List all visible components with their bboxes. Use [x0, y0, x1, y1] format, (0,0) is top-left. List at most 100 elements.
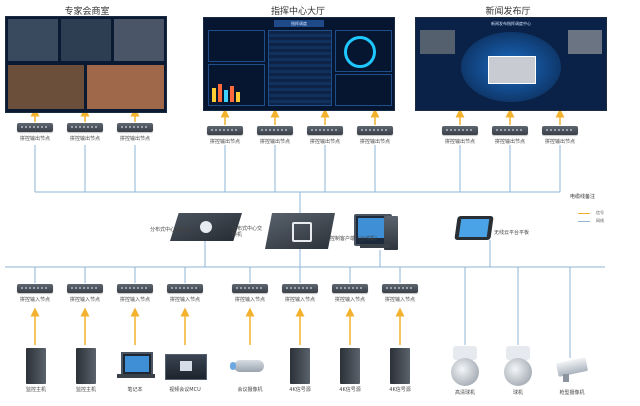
dome-camera-mount: [453, 346, 477, 360]
server-logo-icon: [200, 221, 212, 233]
hall-title-expert: 专家会商室: [64, 7, 110, 17]
wall-panel: [208, 64, 265, 106]
4k-source-icon: [390, 348, 410, 384]
wall-tile: [61, 19, 111, 61]
pc-keyboard: [360, 244, 390, 248]
source-label: 笔记本: [127, 387, 143, 393]
video-wall-command: 指挥调度: [203, 17, 395, 111]
wall-tile: [8, 19, 58, 61]
tablet-screen: [458, 219, 490, 237]
output-node-label: 拼控输出节点: [69, 136, 101, 142]
dome-camera-icon: [504, 358, 532, 386]
laptop-screen: [125, 356, 149, 372]
bar-mark: [236, 92, 240, 102]
server-tower-icon: [76, 348, 96, 384]
wall-panel: [268, 30, 332, 106]
input-node-label: 拼控输入节点: [284, 297, 316, 303]
laptop-icon: [121, 352, 153, 376]
legend-signal-swatch: [578, 213, 590, 214]
source-label: 4K信号源: [389, 387, 411, 393]
output-node-label: 拼控输出节点: [209, 139, 241, 145]
source-label: 监控主机: [25, 387, 46, 393]
4k-source-icon: [340, 348, 360, 384]
laptop-base: [117, 374, 155, 378]
legend-network-label: 网线: [596, 218, 604, 223]
source-label: 枪型摄像机: [559, 390, 585, 396]
legend-signal-label: 信号: [596, 210, 604, 215]
news-screen-header: 新闻发布指挥调度中心: [491, 21, 531, 26]
output-node-label: 拼控输出节点: [544, 139, 576, 145]
wall-tile: [114, 19, 164, 61]
camera-lens: [230, 362, 236, 370]
dome-camera-mount: [506, 346, 530, 360]
tablet: [454, 216, 494, 240]
wall-panel: [208, 30, 265, 62]
source-label: 高清球机: [454, 390, 476, 396]
bar-mark: [218, 84, 222, 102]
input-node-label: 拼控输入节点: [19, 297, 51, 303]
hall-title-command: 指挥中心大厅: [270, 7, 326, 17]
output-node-label: 拼控输出节点: [19, 136, 51, 142]
wall-tile: [568, 30, 602, 54]
center-switch: [265, 213, 335, 249]
output-node: [17, 123, 53, 132]
network-lines: [5, 145, 605, 358]
wall-tile: [488, 56, 536, 84]
4k-source-icon: [290, 348, 310, 384]
wall-tile: [8, 65, 84, 109]
bullet-camera-mount: [563, 374, 569, 382]
input-node: [67, 284, 103, 293]
input-node: [167, 284, 203, 293]
mcu-icon: [165, 354, 207, 380]
input-node-label: 拼控输入节点: [169, 297, 201, 303]
output-node: [257, 126, 293, 135]
bar-mark: [212, 88, 216, 102]
output-node-label: 拼控输出节点: [259, 139, 291, 145]
bar-mark: [224, 90, 228, 102]
output-node: [307, 126, 343, 135]
source-label: 视频会议MCU: [169, 387, 201, 393]
output-node-label: 拼控输出节点: [309, 139, 341, 145]
input-node-label: 拼控输入节点: [384, 297, 416, 303]
tablet-label: 无线云平台平板: [494, 230, 530, 236]
pc-label: 控制客户端（台式机）: [330, 236, 381, 242]
input-node-label: 拼控输入节点: [119, 297, 151, 303]
input-node: [17, 284, 53, 293]
signal-arrows: [30, 107, 565, 345]
center-server: [170, 213, 242, 241]
input-node: [232, 284, 268, 293]
input-node-label: 拼控输入节点: [69, 297, 101, 303]
input-node-label: 拼控输入节点: [334, 297, 366, 303]
video-wall-expert: [5, 16, 167, 113]
input-node: [282, 284, 318, 293]
hd-dome-camera-icon: [451, 358, 479, 386]
ring-gauge: [344, 36, 376, 68]
center-server-label: 分布式中心服务器: [150, 227, 191, 233]
server-tower-icon: [26, 348, 46, 384]
source-label: 4K信号源: [289, 387, 311, 393]
legend-network-swatch: [578, 221, 590, 222]
output-node-label: 拼控输出节点: [119, 136, 151, 142]
mcu-logo: [180, 361, 192, 371]
output-node: [67, 123, 103, 132]
output-node-label: 拼控输出节点: [444, 139, 476, 145]
output-node: [357, 126, 393, 135]
source-label: 监控主机: [75, 387, 96, 393]
wall-tile: [87, 65, 164, 109]
output-node: [207, 126, 243, 135]
output-node-label: 拼控输出节点: [494, 139, 526, 145]
input-node: [332, 284, 368, 293]
video-wall-news: 新闻发布指挥调度中心: [415, 17, 607, 111]
center-switch-label: 分布式中心交换机: [232, 226, 263, 238]
switch-logo-icon: [292, 222, 312, 242]
pc-screen: [358, 218, 384, 238]
source-label: 球机: [512, 390, 524, 396]
bar-mark: [230, 86, 234, 102]
hall-title-news: 新闻发布厅: [485, 7, 531, 17]
wall-panel: [335, 30, 392, 72]
source-label: 会议摄像机: [237, 387, 263, 393]
output-node: [117, 123, 153, 132]
legend-title: 电缆线备注: [570, 194, 596, 200]
conference-camera-icon: [234, 360, 264, 372]
